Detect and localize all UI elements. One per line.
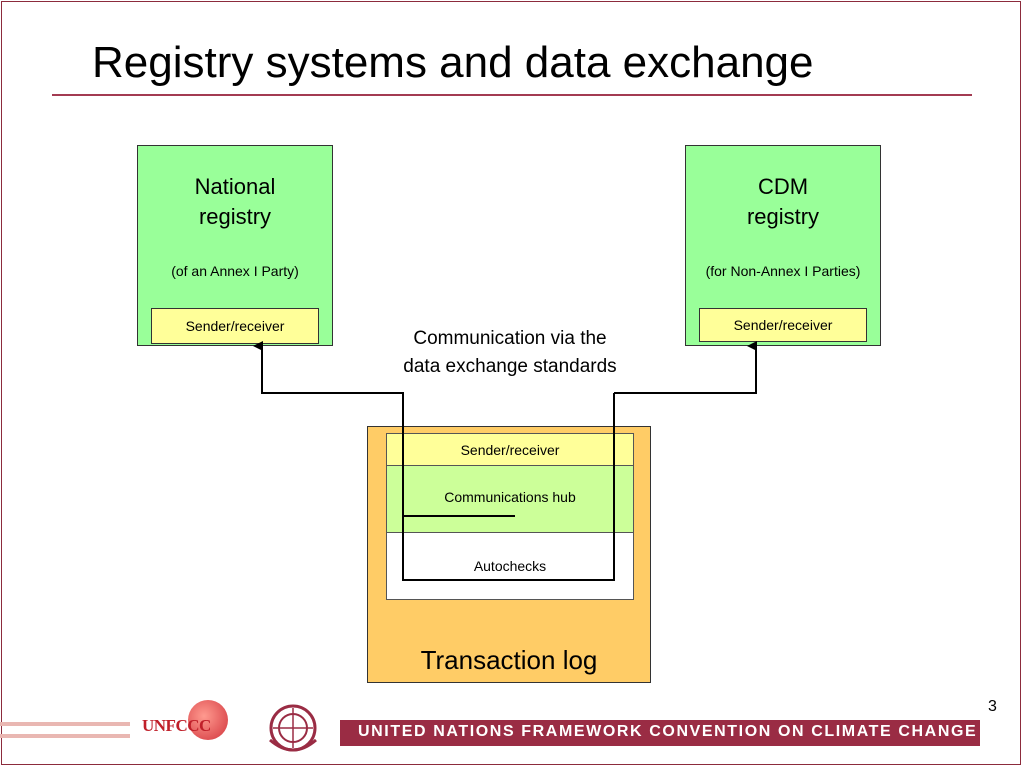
unfccc-logo-text: UNFCCC xyxy=(142,716,211,735)
footer-bar xyxy=(340,720,980,746)
page-number: 3 xyxy=(988,698,997,715)
footer-stripe-left xyxy=(0,722,130,726)
cdm-registry-title: CDM registry xyxy=(746,174,820,229)
footer-text: UNITED NATIONS FRAMEWORK CONVENTION ON C… xyxy=(358,723,978,740)
national-registry-box: National registry (of an Annex I Party) … xyxy=(137,145,333,346)
communication-caption: Communication via the data exchange stan… xyxy=(403,328,617,377)
communications-hub: Communications hub xyxy=(387,466,633,533)
cdm-registry-subtitle: (for Non-Annex I Parties) xyxy=(705,263,861,279)
un-emblem-icon xyxy=(269,704,317,752)
cdm-registry-box: CDM registry (for Non-Annex I Parties) S… xyxy=(685,145,881,346)
tlog-sender-receiver: Sender/receiver xyxy=(387,434,633,466)
unfccc-logo-icon xyxy=(188,700,228,740)
footer-stripe-left-2 xyxy=(0,734,130,738)
national-registry-title: National registry xyxy=(194,174,276,229)
title-underline xyxy=(52,94,972,96)
transaction-log-label: Transaction log xyxy=(420,645,598,675)
left-connector-loop xyxy=(402,393,615,581)
transaction-log-box: Sender/receiver Communications hub Autoc… xyxy=(367,426,651,683)
autochecks: Autochecks xyxy=(387,533,633,599)
transaction-log-inner: Sender/receiver Communications hub Autoc… xyxy=(386,433,634,600)
national-sender-receiver: Sender/receiver xyxy=(151,308,319,344)
left-connector xyxy=(253,341,515,517)
national-registry-subtitle: (of an Annex I Party) xyxy=(171,263,299,279)
slide-title: Registry systems and data exchange xyxy=(92,38,814,87)
right-connector xyxy=(614,341,757,394)
cdm-sender-receiver: Sender/receiver xyxy=(699,308,867,342)
